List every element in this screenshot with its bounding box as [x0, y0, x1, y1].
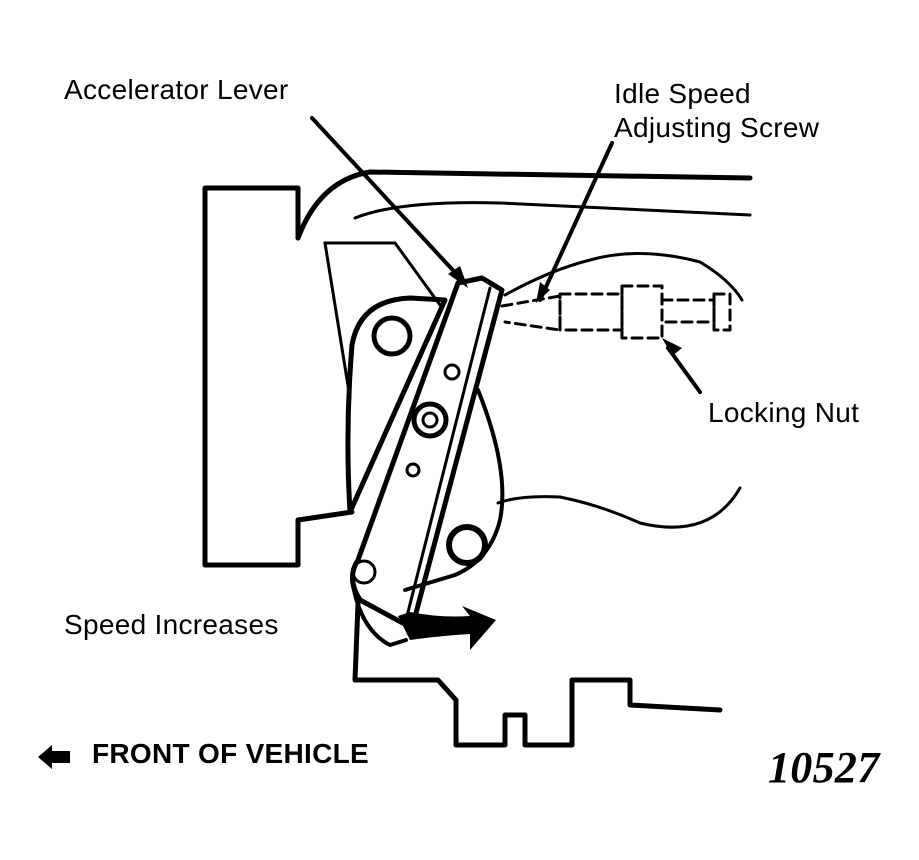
- cam-upper-hole: [371, 315, 413, 357]
- lever-edge: [404, 286, 492, 622]
- housing-lower-curve: [496, 486, 742, 529]
- locking-nut-label: Locking Nut: [708, 397, 860, 428]
- leader-accelerator-head: [448, 266, 468, 288]
- leader-idle-head: [536, 282, 550, 303]
- speed-arrow: [398, 606, 496, 650]
- lever-nut-inner: [421, 411, 439, 429]
- idle-screw: [500, 284, 732, 340]
- housing-top-curve: [295, 169, 753, 241]
- housing-bulge: [503, 251, 744, 302]
- speed-increases-label: Speed Increases: [64, 609, 279, 640]
- accelerator-lever-label: Accelerator Lever: [64, 74, 289, 105]
- lever-hole-bottom: [351, 559, 377, 585]
- plate-left-edge: [323, 241, 352, 400]
- lever-nut: [411, 401, 449, 439]
- lever-hole-top: [443, 363, 461, 381]
- lower-pivot: [446, 524, 488, 566]
- throttle-body-outline: [202, 185, 355, 568]
- base-outline: [352, 601, 723, 748]
- front-arrow-icon: [38, 745, 70, 769]
- plate-outline: [323, 241, 442, 307]
- cam-outline: [345, 295, 448, 515]
- lever-hole-mid: [405, 462, 421, 478]
- housing-inner-line: [353, 201, 752, 220]
- leader-idle-screw: [538, 141, 614, 302]
- figure-number: 10527: [768, 743, 880, 792]
- lever-tab: [350, 578, 408, 647]
- idle-speed-label-line1: Idle Speed: [614, 78, 751, 109]
- leader-locking-nut: [666, 346, 702, 394]
- front-of-vehicle-label: FRONT OF VEHICLE: [92, 738, 370, 769]
- leader-locking-head: [662, 338, 682, 356]
- leader-accelerator: [310, 116, 464, 282]
- idle-speed-label-line2: Adjusting Screw: [614, 112, 820, 143]
